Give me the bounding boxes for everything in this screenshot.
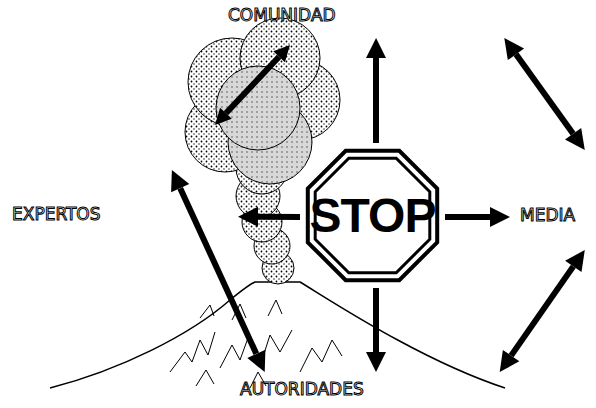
arrow-head (504, 38, 524, 60)
stakeholder-label: EXPERTOS (10, 170, 238, 230)
arrow-head (366, 38, 386, 58)
stakeholder-name: EXPERTOS (12, 204, 101, 224)
stop-word: STOP (300, 143, 445, 288)
arrow-shaft (516, 54, 573, 134)
arrow-shaft (258, 214, 300, 220)
arrow-shaft (373, 288, 379, 352)
volcano-cracks (170, 300, 342, 388)
double-arrow (504, 38, 585, 150)
volcano-outline (50, 282, 505, 388)
arrow-head (238, 207, 258, 227)
arrow-head (490, 207, 510, 227)
arrow-shaft (511, 266, 573, 355)
arrow-head (500, 350, 520, 372)
arrow-head (565, 128, 585, 150)
stakeholder-name: MEDIA (520, 205, 575, 225)
arrow (366, 288, 386, 372)
stakeholder-label: AUTORIDADES (238, 372, 505, 406)
arrow-head (247, 350, 265, 372)
stakeholder-name: COMUNIDAD (228, 5, 336, 25)
stakeholder-label: MEDIA (510, 150, 594, 250)
stakeholder-label: COMUNIDAD (225, 2, 510, 38)
arrow-head (171, 170, 189, 192)
stakeholder-name: AUTORIDADES (240, 379, 364, 399)
arrow-shaft (180, 188, 256, 354)
arrow (366, 38, 386, 143)
arrow-shaft (445, 214, 490, 220)
arrow (238, 207, 300, 227)
arrow-head (366, 352, 386, 372)
double-arrow (171, 170, 265, 372)
arrow-shaft (373, 58, 379, 143)
arrow (445, 207, 510, 227)
stop-sign: STOP (300, 143, 445, 288)
arrow-head (565, 250, 585, 272)
double-arrow (500, 250, 585, 372)
cloud-double-arrow (215, 45, 290, 125)
